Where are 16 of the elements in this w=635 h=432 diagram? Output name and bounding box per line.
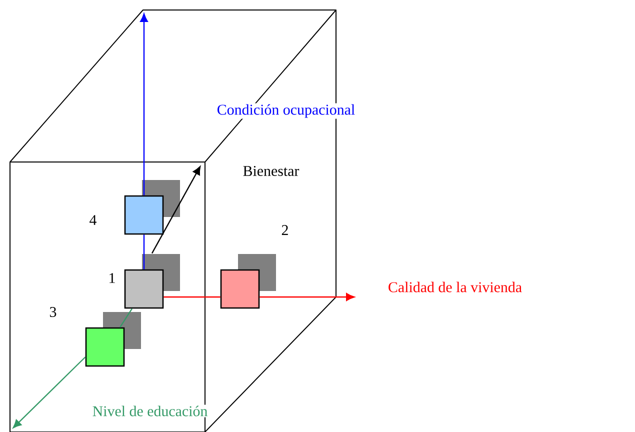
axis-label: Condición ocupacional: [216, 103, 356, 119]
arrow: [260, 293, 355, 301]
number-label: 3: [50, 306, 56, 318]
number-label: 4: [90, 215, 96, 225]
axis-label: Bienestar: [242, 164, 300, 177]
square-box: [220, 254, 276, 309]
axis-label: Nivel de educación: [91, 404, 209, 418]
axis-label: Calidad de la vivienda: [387, 280, 524, 294]
number-label: 2: [282, 225, 288, 235]
square-box: [124, 180, 180, 235]
square-box: [85, 312, 141, 367]
arrow: [151, 166, 201, 254]
arrow: [140, 13, 148, 196]
arrow: [12, 356, 86, 428]
square-box: [124, 254, 180, 309]
number-label: 1: [110, 273, 115, 283]
